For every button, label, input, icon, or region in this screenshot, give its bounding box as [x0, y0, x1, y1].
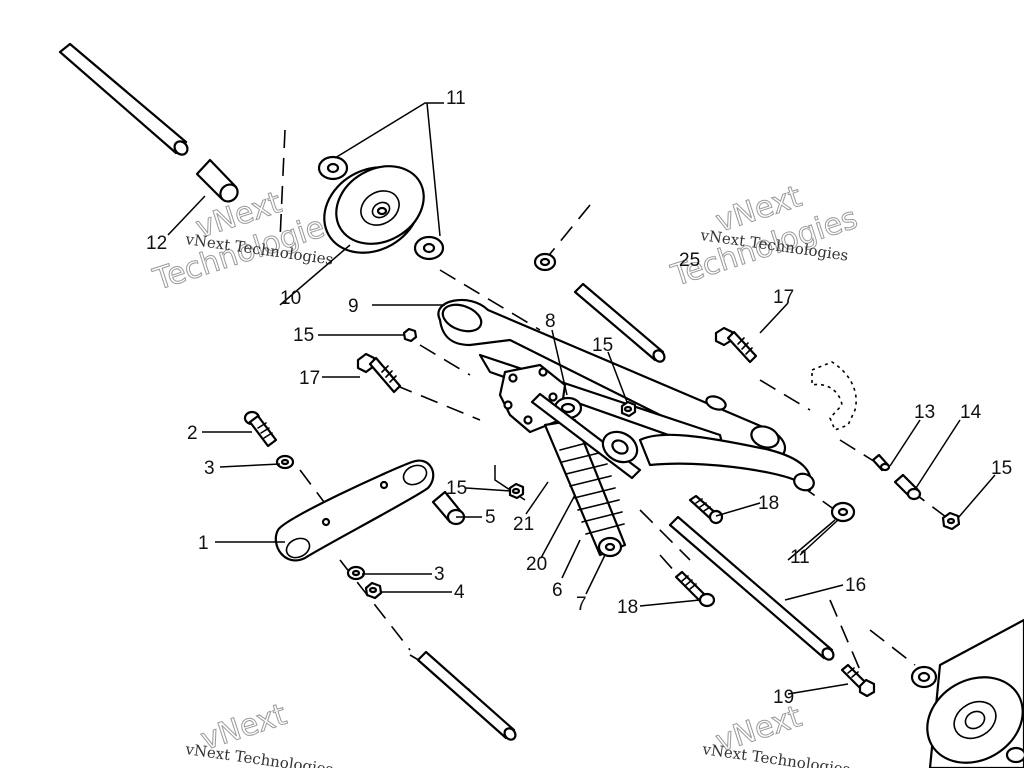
callout-16: 16: [845, 575, 866, 596]
callout-8: 8: [545, 311, 556, 332]
washer-bottom-right: [910, 665, 938, 689]
callout-21: 21: [513, 514, 534, 535]
callout-11a: 11: [446, 88, 466, 109]
spacer-large-right: [893, 473, 922, 501]
callout-15b: 15: [592, 335, 613, 356]
a-arm: [437, 298, 815, 492]
callout-15a: 15: [293, 325, 314, 346]
callout-9: 9: [348, 296, 359, 317]
nut-center-1: [620, 400, 637, 418]
torque-arm-link: [274, 459, 435, 562]
nut-center-2: [508, 482, 525, 500]
callout-2: 2: [187, 423, 198, 444]
cross-rod-lower: [668, 515, 835, 661]
bolt-18-upper: [688, 494, 724, 525]
callout-17b: 17: [773, 287, 794, 308]
callout-15c: 15: [446, 478, 467, 499]
callout-14: 14: [960, 402, 982, 423]
nut-left: [364, 581, 383, 600]
spacer-small-right: [871, 453, 891, 472]
callout-13: 13: [914, 402, 935, 423]
callout-7: 7: [576, 594, 587, 615]
main-shaft: [530, 392, 642, 480]
bolt-left-top: [243, 410, 278, 448]
callout-15d: 15: [991, 458, 1012, 479]
callout-20: 20: [526, 554, 547, 575]
axle-shaft-top: [58, 42, 189, 156]
idler-wheel-top: [323, 165, 425, 254]
bolt-18-lower: [674, 570, 716, 608]
bolt-right-17: [714, 326, 758, 364]
callout-25: 25: [679, 250, 700, 271]
washer-right-mid: [830, 501, 856, 523]
watermark-top-left: vNext Technologies vNext Technologies: [148, 185, 344, 299]
cross-rod-upper: [573, 282, 666, 363]
watermark-bottom-right: vNext vNext Technologies: [700, 699, 851, 768]
callout-12: 12: [146, 233, 167, 254]
leader-lines: [167, 102, 996, 695]
phantom-bracket: [811, 361, 857, 432]
callout-17a: 17: [299, 368, 320, 389]
nut-right: [941, 511, 961, 531]
spacer-sleeve: [195, 158, 239, 203]
bolt-19: [840, 663, 876, 698]
idler-wheel-bottom: [926, 618, 1024, 768]
callout-18b: 18: [617, 597, 638, 618]
callout-6: 6: [552, 580, 563, 601]
svg-text:vNext Technologies: vNext Technologies: [700, 740, 851, 768]
callout-10: 10: [280, 288, 301, 309]
callout-18a: 18: [758, 493, 779, 514]
nut-upper-left: [402, 327, 418, 343]
washer-left-2: [346, 565, 366, 581]
callout-3b: 3: [434, 564, 445, 585]
washer-top-1: [317, 155, 349, 181]
callout-3a: 3: [204, 458, 215, 479]
axle-shaft-bottom: [416, 650, 517, 741]
bolt-left-17: [356, 352, 402, 394]
callout-4: 4: [454, 582, 465, 603]
callout-19: 19: [773, 687, 794, 708]
callout-1: 1: [198, 533, 209, 554]
callout-labels: 1 2 3 3 4 5 6 7 8 9 10 11 11 12 13 14 15…: [146, 88, 1012, 708]
washer-center: [533, 252, 557, 272]
callout-5: 5: [485, 507, 496, 528]
callout-11b: 11: [790, 547, 810, 568]
washer-top-2: [413, 235, 445, 261]
washer-left-1: [275, 454, 295, 470]
watermark-top-right: vNext Technologies vNext Technologies: [666, 179, 862, 295]
svg-text:vNext Technologies: vNext Technologies: [183, 740, 334, 768]
watermark-bottom-left: vNext vNext Technologies: [183, 697, 334, 768]
